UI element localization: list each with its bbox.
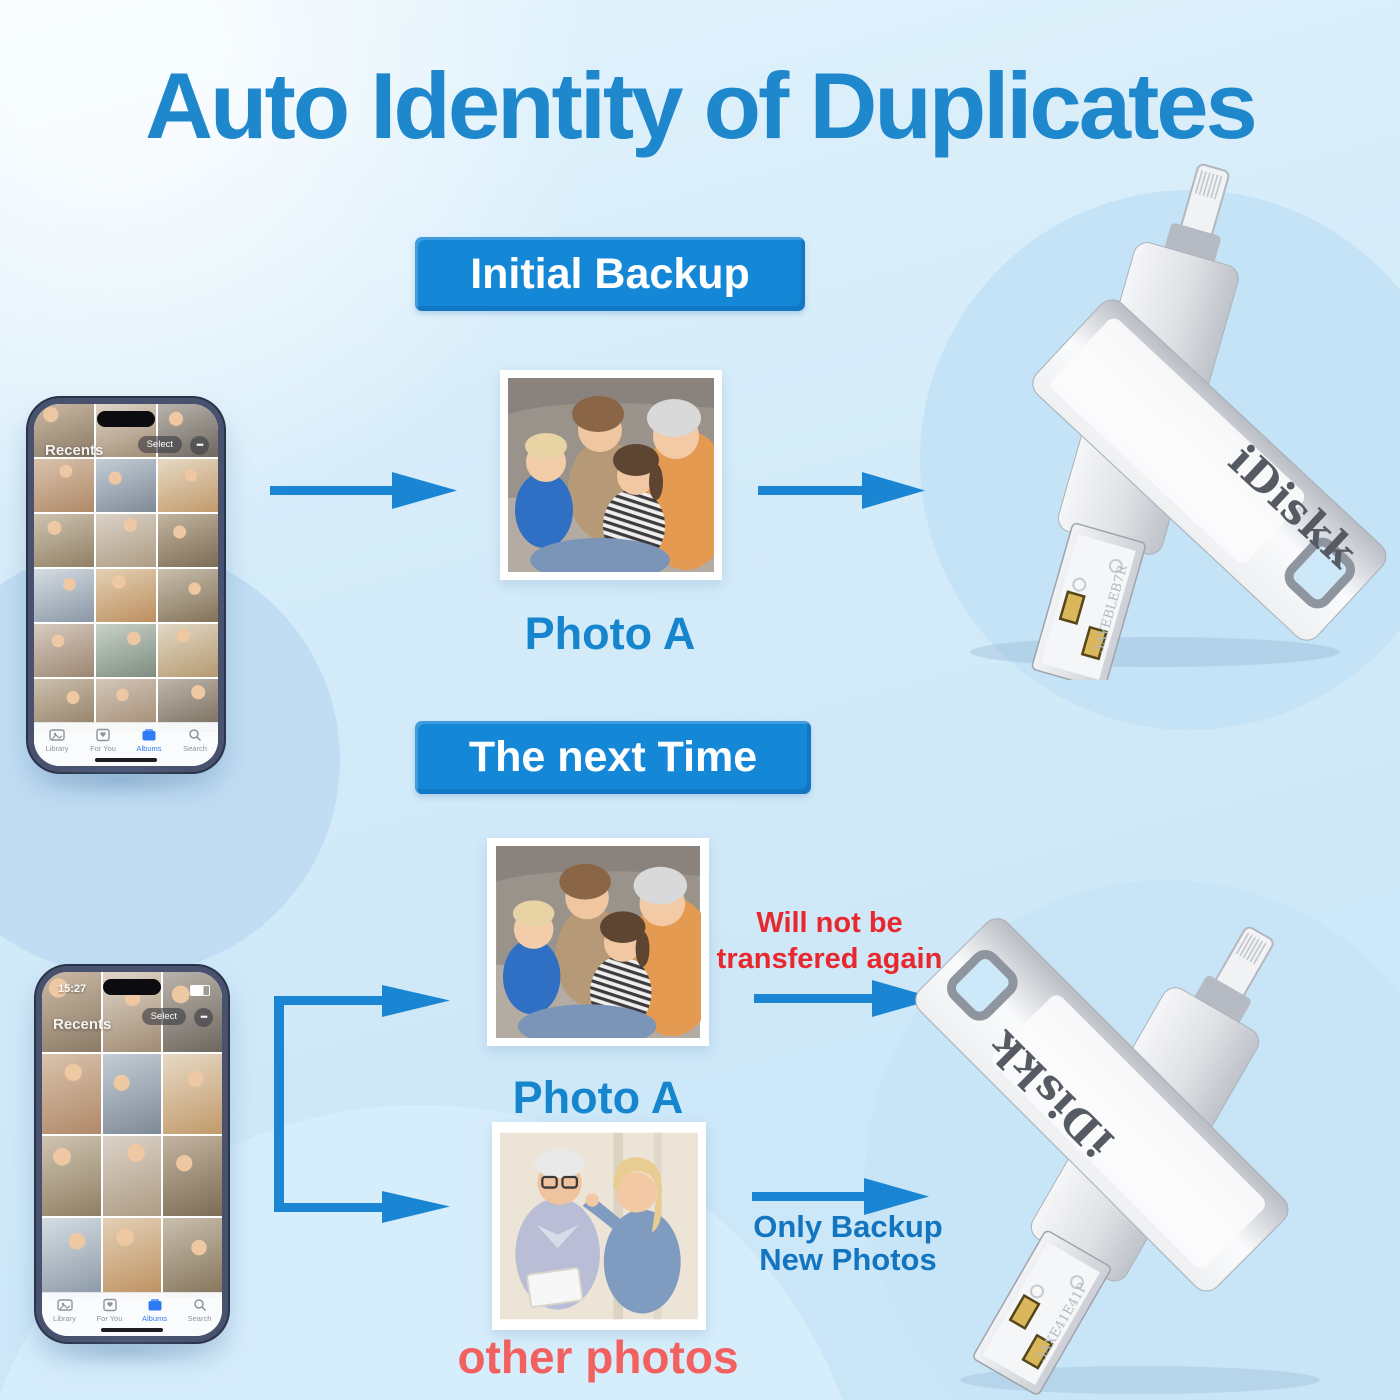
keyring-hole bbox=[947, 950, 1018, 1021]
photo-tile bbox=[163, 1136, 222, 1216]
photo-a-image-bottom bbox=[487, 838, 709, 1046]
usb-drive-top: 3AYEBLEB7R iDiskk bbox=[970, 163, 1387, 680]
phone-mockup-bottom: 15:27 Recents Select ••• Library For You… bbox=[36, 966, 228, 1342]
photo-tile bbox=[42, 972, 101, 1052]
badge-the-next-time: The next Time bbox=[415, 721, 811, 794]
family-photo-illustration bbox=[508, 378, 714, 572]
tab-library[interactable]: Library bbox=[34, 728, 80, 766]
home-indicator bbox=[95, 758, 157, 762]
photo-a-caption-top: Photo A bbox=[524, 608, 696, 659]
tab-albums[interactable]: Albums bbox=[132, 1298, 177, 1336]
photo-tile bbox=[96, 514, 156, 567]
more-button[interactable]: ••• bbox=[190, 436, 209, 455]
usb-drive-bottom: 3AXE41E41P iDiskk bbox=[915, 918, 1320, 1395]
tab-label: Library bbox=[45, 744, 69, 753]
photo-tile bbox=[158, 624, 218, 677]
photo-tile bbox=[34, 404, 94, 457]
other-photo-illustration bbox=[500, 1132, 698, 1320]
photo-tile bbox=[163, 1054, 222, 1134]
photo-tile bbox=[96, 624, 156, 677]
usb-a-connector: 3AYEBLEB7R bbox=[1031, 523, 1146, 680]
search-icon bbox=[193, 1299, 206, 1312]
select-button[interactable]: Select bbox=[141, 1008, 186, 1025]
tab-for-you[interactable]: For You bbox=[87, 1298, 132, 1336]
note-will-not-transfer: Will not be transfered again bbox=[697, 905, 962, 977]
photo-tile bbox=[102, 1054, 162, 1134]
photo-tile bbox=[96, 569, 156, 622]
tab-albums[interactable]: Albums bbox=[126, 728, 172, 766]
tab-for-you[interactable]: For You bbox=[80, 728, 126, 766]
photo-tile bbox=[96, 459, 156, 512]
tab-library[interactable]: Library bbox=[42, 1298, 87, 1336]
photo-tile bbox=[163, 1218, 222, 1298]
library-icon bbox=[56, 1299, 73, 1311]
photo-grid bbox=[34, 404, 218, 732]
other-photos-caption: other photos bbox=[457, 1331, 739, 1383]
tab-bar: Library For You Albums Search bbox=[42, 1292, 222, 1336]
select-button[interactable]: Select bbox=[137, 436, 182, 453]
photo-tile bbox=[158, 459, 218, 512]
library-icon bbox=[49, 729, 65, 741]
note-line: Will not be bbox=[756, 907, 903, 939]
note-line: New Photos bbox=[759, 1242, 937, 1277]
more-button[interactable]: ••• bbox=[194, 1008, 213, 1027]
page-title: Auto Identity of Duplicates bbox=[145, 53, 1258, 158]
battery-icon bbox=[190, 985, 210, 996]
arrow-right-icon bbox=[752, 1178, 929, 1215]
arrow-right-icon bbox=[270, 472, 457, 509]
keyring-hole bbox=[1284, 537, 1355, 609]
photo-tile bbox=[34, 624, 94, 677]
photo-tile bbox=[42, 1054, 101, 1134]
photo-tile bbox=[34, 459, 94, 512]
tab-bar: Library For You Albums Search bbox=[34, 722, 218, 766]
badge-initial-backup: Initial Backup bbox=[415, 237, 805, 311]
tab-label: Albums bbox=[136, 744, 162, 753]
photo-tile bbox=[158, 514, 218, 567]
usb-a-connector: 3AXE41E41P bbox=[973, 1230, 1111, 1395]
arrow-right-icon bbox=[754, 980, 937, 1017]
dynamic-island bbox=[103, 979, 161, 995]
note-only-backup-new: Only Backup New Photos bbox=[738, 1210, 958, 1276]
tab-label: Library bbox=[53, 1314, 76, 1323]
status-time: 15:27 bbox=[58, 983, 87, 995]
search-icon bbox=[189, 729, 202, 742]
branch-connector bbox=[274, 985, 450, 1223]
albums-icon bbox=[148, 1299, 161, 1311]
dynamic-island bbox=[97, 411, 155, 427]
tab-label: For You bbox=[90, 744, 116, 753]
tab-label: For You bbox=[96, 1314, 123, 1323]
phone-reflection bbox=[40, 762, 200, 798]
photo-tile bbox=[102, 1136, 162, 1216]
tab-label: Search bbox=[183, 744, 207, 753]
photo-a-caption-bottom: Photo A bbox=[512, 1072, 684, 1123]
phone-reflection bbox=[48, 1332, 206, 1368]
gallery-header-title: Recents bbox=[45, 442, 104, 459]
tab-search[interactable]: Search bbox=[177, 1298, 222, 1336]
albums-icon bbox=[142, 729, 156, 741]
tab-label: Search bbox=[187, 1314, 212, 1323]
photo-tile bbox=[42, 1218, 101, 1298]
note-line: Only Backup bbox=[753, 1209, 943, 1244]
photo-tile bbox=[158, 569, 218, 622]
photo-tile bbox=[34, 514, 94, 567]
gallery-header-title: Recents bbox=[53, 1016, 112, 1033]
photo-tile bbox=[42, 1136, 101, 1216]
tab-label: Albums bbox=[141, 1314, 167, 1323]
for-you-icon bbox=[96, 728, 110, 742]
note-line: transfered again bbox=[716, 943, 943, 975]
phone-mockup-top: Recents Select ••• Library For You Album… bbox=[28, 398, 224, 772]
photo-tile bbox=[34, 569, 94, 622]
arrow-right-icon bbox=[758, 472, 925, 509]
for-you-icon bbox=[102, 1298, 117, 1312]
family-photo-illustration bbox=[496, 846, 701, 1038]
photo-tile bbox=[102, 1218, 162, 1298]
home-indicator bbox=[101, 1328, 163, 1332]
other-photos-image bbox=[492, 1122, 706, 1330]
phone-screen: 15:27 Recents Select ••• Library For You… bbox=[42, 972, 222, 1336]
phone-screen: Recents Select ••• Library For You Album… bbox=[34, 404, 218, 766]
photo-a-image-top bbox=[500, 370, 722, 580]
photo-grid bbox=[42, 972, 222, 1298]
tab-search[interactable]: Search bbox=[172, 728, 218, 766]
